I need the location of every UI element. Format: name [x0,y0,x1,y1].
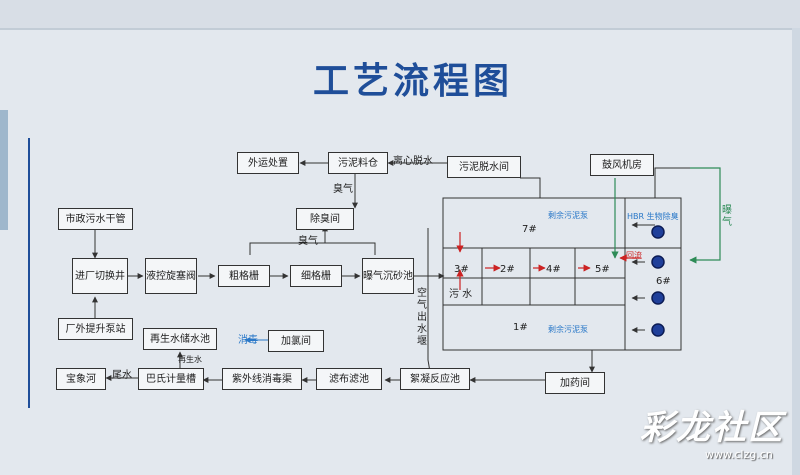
label-hbr: HBR 生物除臭 [627,212,679,221]
cell-1: 1# [513,322,528,333]
diagram-title: 工艺流程图 [312,61,513,102]
cell-6: 6# [656,276,671,287]
watermark-url: www.clzg.cn [705,448,773,461]
title-divider-line [28,138,30,408]
box-fine-screen: 细格栅 [290,265,342,287]
box-municipal-sewer: 市政污水干管 [58,208,133,230]
box-sludge-dewatering: 污泥脱水间 [447,156,521,178]
box-baoxiang-river: 宝象河 [56,368,106,390]
label-reclaimed-water: 再生水 [178,355,202,364]
box-dosing-room: 加药间 [545,372,605,394]
watermark-logo: 彩龙社区 [640,408,784,448]
side-panel-edge [0,110,8,230]
cell-5: 5# [595,264,610,275]
box-blower-room: 鼓风机房 [590,154,654,176]
label-tailwater: 尾水 [112,370,132,381]
diagram-board [0,28,792,475]
box-parshall-flume: 巴氏计量槽 [138,368,204,390]
cell-2: 2# [500,264,515,275]
label-odor-1: 臭气 [333,184,353,195]
cell-4: 4# [546,264,561,275]
box-coarse-screen: 粗格栅 [218,265,270,287]
box-reclaimed-water-tank: 再生水储水池 [143,328,217,350]
label-excess-sludge-1: 剩余污泥泵 [548,211,588,220]
box-inlet-switch-well: 进厂切换井 [72,258,128,294]
label-odor-2: 臭气 [298,236,318,247]
box-deodor-room: 除臭间 [296,208,354,230]
board-top-edge [0,0,800,28]
box-sludge-silo: 污泥料仓 [328,152,388,174]
box-flocculation-tank: 絮凝反应池 [400,368,470,390]
cell-7: 7# [522,224,537,235]
label-reflux: 回流 [626,251,642,260]
box-cloth-filter: 滤布滤池 [316,368,382,390]
cell-3: 3# [454,264,469,275]
label-excess-sludge-2: 剩余污泥泵 [548,325,588,334]
box-aerated-grit-chamber: 曝气沉砂池 [362,258,414,294]
label-disinfect: 消毒 [238,335,258,346]
box-offsite-pump-station: 厂外提升泵站 [58,318,133,340]
label-sewage: 污 水 [449,289,473,300]
box-chlorination-room: 加氯间 [268,330,324,352]
box-uv-disinfection: 紫外线消毒渠 [222,368,302,390]
box-offsite-disposal: 外运处置 [237,152,299,174]
box-hydraulic-valve: 液控旋塞阀 [145,258,197,294]
label-air-outlet-weir: 空气出水堰 [417,288,427,347]
label-aeration: 曝气 [722,205,732,228]
label-centrifuge: 离心脱水 [393,156,433,167]
